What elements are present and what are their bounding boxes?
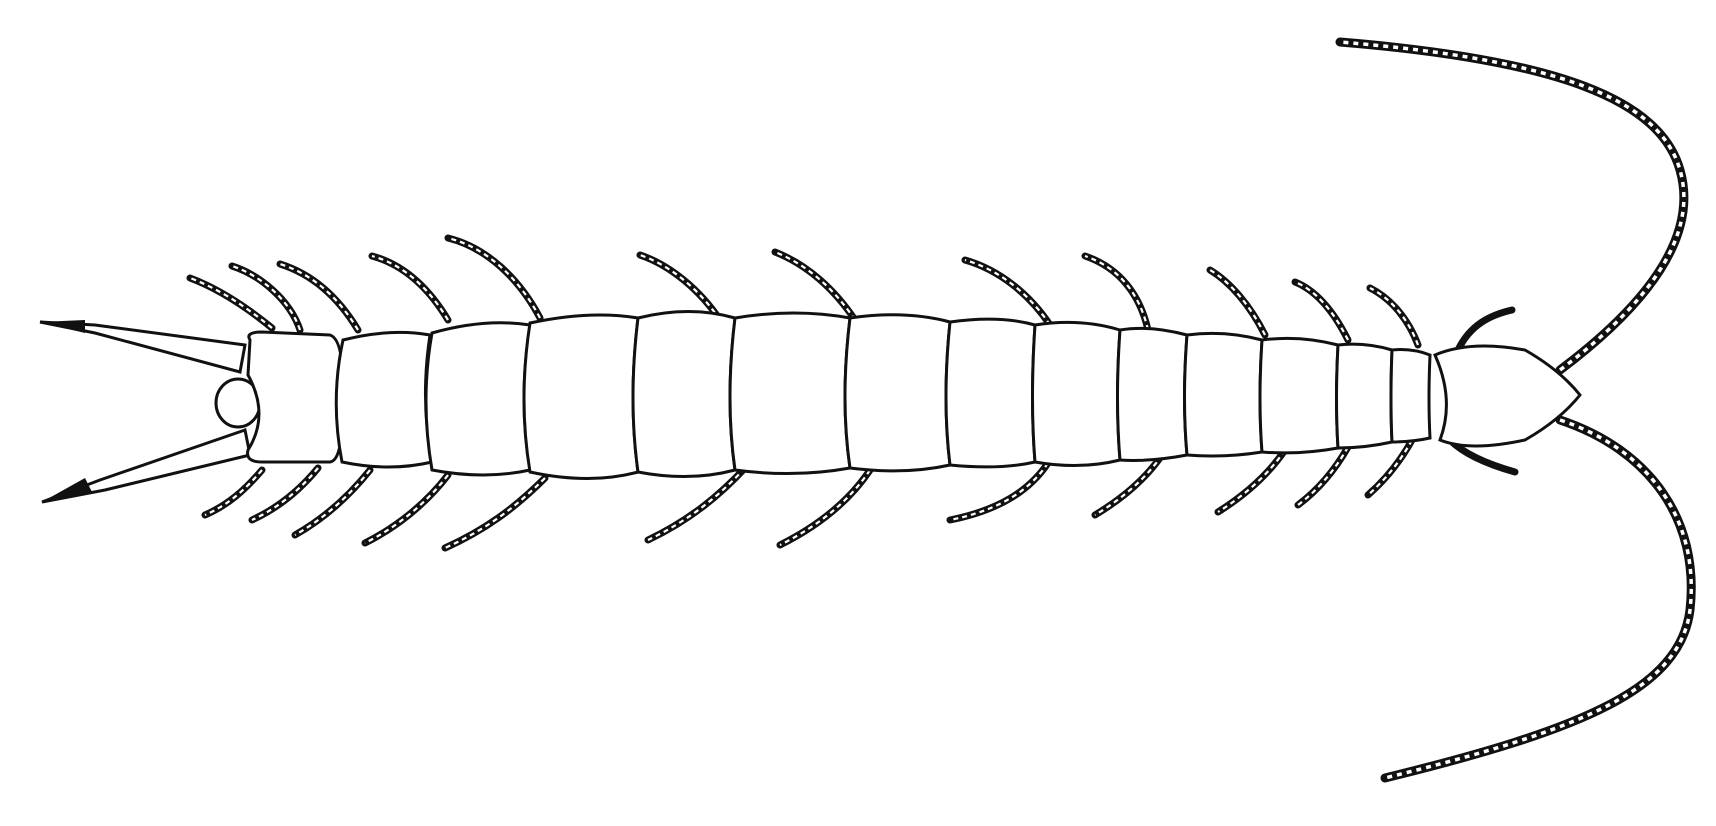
body-segment-7 bbox=[843, 313, 952, 473]
body-segment-14 bbox=[1389, 348, 1432, 444]
body-segment-3 bbox=[424, 321, 532, 477]
body-segment-12 bbox=[1258, 336, 1340, 455]
body-segment-5 bbox=[631, 310, 737, 478]
antenna-upper bbox=[1335, 37, 1689, 375]
body-segment-9 bbox=[1031, 320, 1122, 468]
antennae bbox=[1335, 37, 1696, 783]
body-segment-10 bbox=[1116, 326, 1189, 462]
tail-cercus-tip-lower bbox=[42, 478, 92, 502]
body-segment-8 bbox=[944, 317, 1037, 469]
antenna-lower bbox=[1380, 415, 1696, 783]
head bbox=[1433, 344, 1582, 448]
body-segments bbox=[246, 310, 1432, 480]
head-shield bbox=[1433, 344, 1582, 448]
body-segment-13 bbox=[1335, 342, 1394, 450]
body-segment-11 bbox=[1183, 331, 1264, 458]
legs-upper bbox=[186, 234, 1516, 354]
body-segment-2 bbox=[334, 330, 434, 469]
body-segment-4 bbox=[522, 313, 640, 480]
tail-cercus-tip-upper bbox=[40, 320, 85, 333]
legs-lower bbox=[201, 436, 1519, 552]
body-segment-1 bbox=[246, 330, 344, 464]
body-segment-6 bbox=[728, 311, 852, 476]
tail-appendages bbox=[39, 320, 262, 504]
